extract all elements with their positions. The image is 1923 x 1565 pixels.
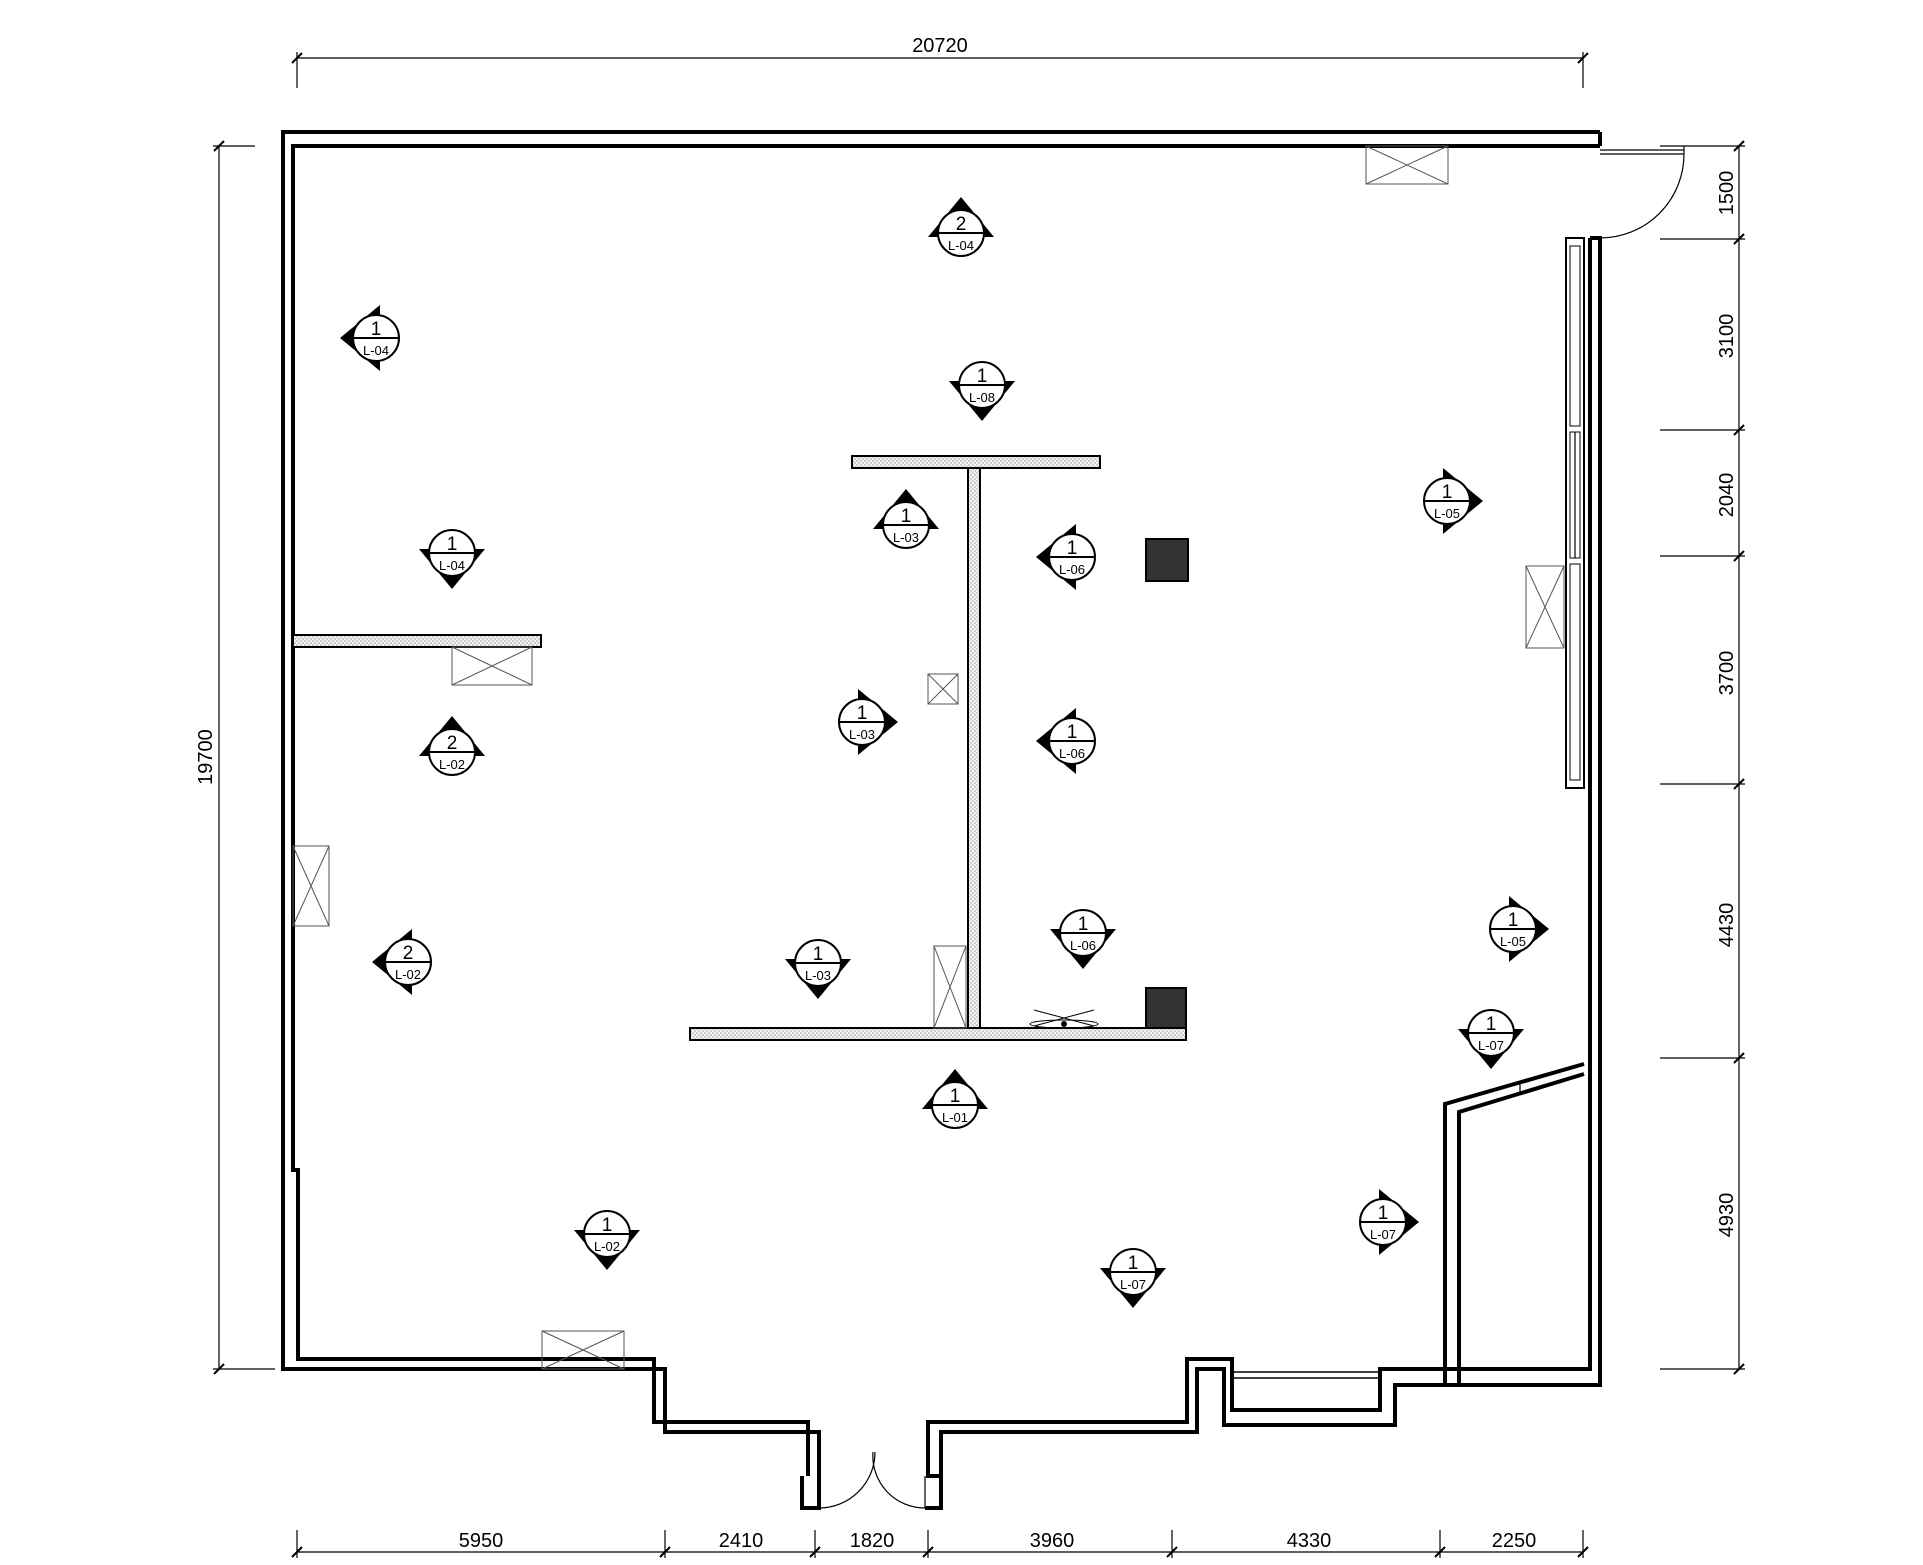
dimension-bottom-1: 5950: [459, 1530, 504, 1552]
elevation-marker: 1L-07: [1359, 1189, 1419, 1255]
marker-reference: L-03: [805, 968, 831, 983]
marker-reference: L-05: [1500, 934, 1526, 949]
elevation-marker: 1L-03: [873, 489, 939, 549]
dimension-bottom-2: 2410: [719, 1530, 764, 1552]
interior-partitions: [292, 455, 1187, 1041]
exterior-walls: [281, 130, 1602, 1510]
dimension-right-5: 4430: [1716, 903, 1738, 948]
marker-number: 1: [1128, 1253, 1139, 1274]
marker-reference: L-02: [439, 757, 465, 772]
fixture-box-partition-bottom: [933, 945, 967, 1029]
marker-number: 1: [977, 366, 988, 387]
dimension-right-3: 2040: [1716, 473, 1738, 518]
elevation-marker: 2L-02: [372, 929, 432, 995]
dimension-right-4: 3700: [1716, 651, 1738, 696]
door-bottom-entrance: [818, 1451, 926, 1509]
marker-reference: L-03: [849, 727, 875, 742]
door-top-right: [1599, 146, 1685, 239]
marker-number: 2: [447, 733, 458, 754]
marker-reference: L-01: [942, 1110, 968, 1125]
elevation-marker: 1L-07: [1100, 1248, 1166, 1308]
marker-reference: L-04: [439, 558, 465, 573]
marker-reference: L-07: [1120, 1277, 1146, 1292]
marker-reference: L-02: [594, 1239, 620, 1254]
fixture-box-right-wall: [1525, 565, 1565, 649]
fixture-boxes: [292, 145, 1565, 1370]
marker-number: 1: [857, 703, 868, 724]
marker-number: 2: [403, 943, 414, 964]
elevation-marker: 1L-04: [419, 529, 485, 589]
marker-number: 1: [1486, 1014, 1497, 1035]
marker-reference: L-04: [363, 343, 389, 358]
fixture-box-left-wall: [292, 845, 330, 927]
dimension-left: 19700: [195, 140, 275, 1375]
marker-number: 1: [901, 506, 912, 527]
fixture-box-small: [927, 673, 959, 705]
fixture-box-bottom: [541, 1330, 625, 1370]
columns: [1145, 538, 1189, 1029]
elevation-marker: 2L-02: [419, 716, 485, 776]
marker-number: 1: [950, 1086, 961, 1107]
elevation-marker: 1L-05: [1423, 468, 1483, 534]
marker-number: 1: [602, 1215, 613, 1236]
marker-reference: L-06: [1059, 562, 1085, 577]
elevation-marker: 1L-04: [340, 305, 400, 371]
marker-reference: L-07: [1478, 1038, 1504, 1053]
dimension-bottom-6: 2250: [1492, 1530, 1537, 1552]
elevation-marker: 1L-02: [574, 1210, 640, 1270]
dimension-top-total: 20720: [912, 35, 968, 57]
dimension-bottom-4: 3960: [1030, 1530, 1075, 1552]
marker-number: 2: [956, 214, 967, 235]
marker-number: 1: [1067, 538, 1078, 559]
elevation-marker: 1L-03: [785, 939, 851, 999]
elevation-marker: 2L-04: [928, 197, 994, 257]
dimension-bottom-5: 4330: [1287, 1530, 1332, 1552]
marker-reference: L-06: [1070, 938, 1096, 953]
marker-number: 1: [371, 319, 382, 340]
elevation-marker: 1L-07: [1458, 1009, 1524, 1069]
elevation-markers: 2L-04 1L-04 1L-08 1L-05 1L-03 1L-04 1L-0…: [340, 197, 1549, 1308]
right-window-frames: [1565, 237, 1585, 789]
dimension-right-2: 3100: [1716, 314, 1738, 359]
elevation-marker: 1L-06: [1036, 524, 1096, 590]
marker-number: 1: [1442, 482, 1453, 503]
elevation-marker: 1L-06: [1050, 909, 1116, 969]
fixture-box-left-partition: [451, 646, 533, 686]
marker-number: 1: [1508, 910, 1519, 931]
marker-reference: L-05: [1434, 506, 1460, 521]
dimension-bottom-3: 1820: [850, 1530, 895, 1552]
dimension-left-total: 19700: [195, 729, 217, 785]
dimension-top: 20720: [291, 35, 1589, 88]
marker-reference: L-06: [1059, 746, 1085, 761]
elevation-marker: 1L-03: [838, 689, 898, 755]
marker-reference: L-07: [1370, 1227, 1396, 1242]
marker-number: 1: [1378, 1203, 1389, 1224]
marker-reference: L-02: [395, 967, 421, 982]
marker-reference: L-03: [893, 530, 919, 545]
elevation-marker: 1L-01: [922, 1069, 988, 1129]
elevation-marker: 1L-08: [949, 361, 1015, 421]
marker-number: 1: [1067, 722, 1078, 743]
dimension-right-6: 4930: [1716, 1193, 1738, 1238]
marker-reference: L-04: [948, 238, 974, 253]
dimension-right-1: 1500: [1716, 171, 1738, 216]
elevation-marker: 1L-05: [1489, 896, 1549, 962]
dimension-right: 1500 3100 2040 3700 4430 4930: [1660, 140, 1745, 1375]
marker-number: 1: [1078, 914, 1089, 935]
marker-reference: L-08: [969, 390, 995, 405]
elevation-marker: 1L-06: [1036, 708, 1096, 774]
fan-icon: [1029, 1009, 1099, 1029]
fixture-box-top: [1365, 145, 1449, 185]
marker-number: 1: [447, 534, 458, 555]
dimension-bottom: 5950 2410 1820 3960 4330 2250: [291, 1530, 1589, 1558]
marker-number: 1: [813, 944, 824, 965]
